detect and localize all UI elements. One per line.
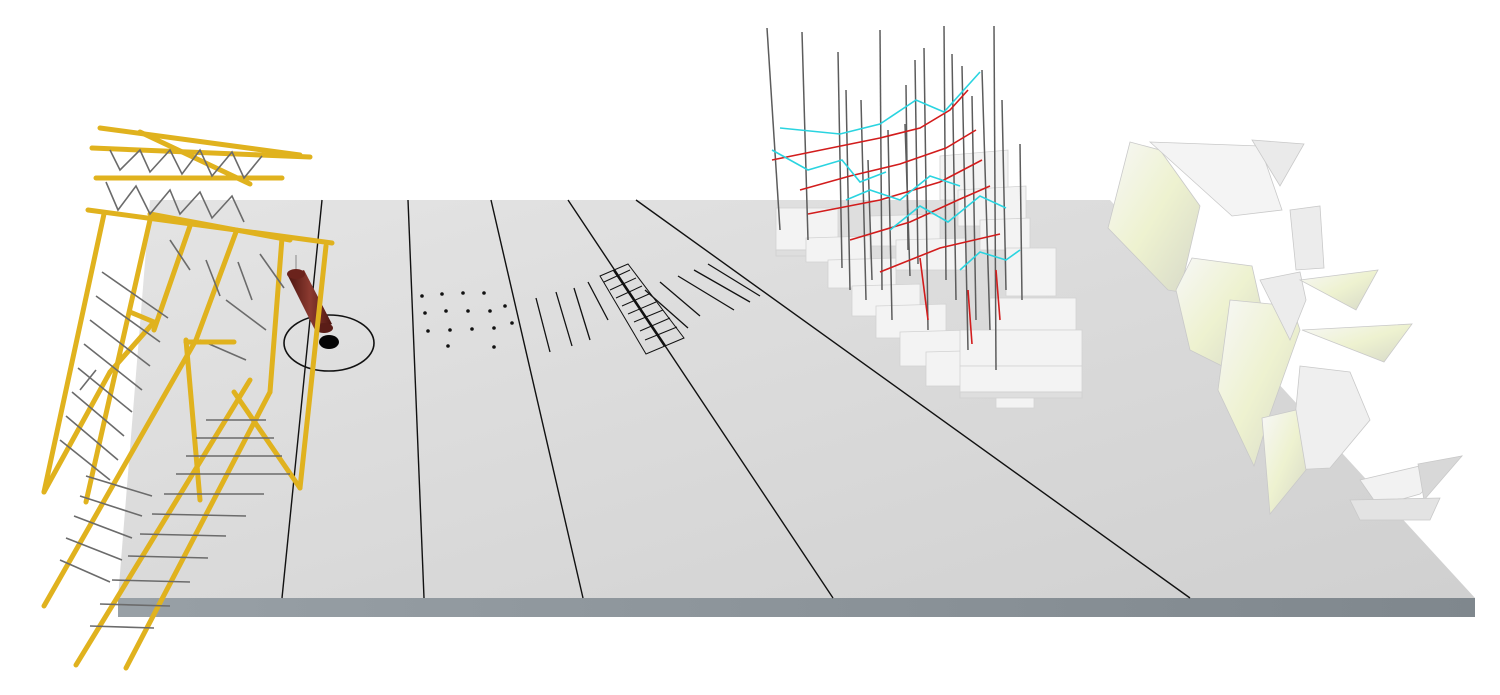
lane-lines — [281, 199, 1191, 599]
lane-line-2 — [407, 199, 425, 599]
pole-beams — [771, 71, 1021, 345]
lane-line-1 — [281, 199, 323, 599]
floor-top — [118, 200, 1475, 598]
lane-line-3 — [490, 199, 584, 599]
floor-platform — [118, 200, 1475, 617]
lane-line-4 — [567, 199, 834, 599]
floor-ladder-grid — [599, 263, 685, 355]
target-disc — [319, 335, 339, 349]
climbing-structure — [41, 125, 335, 671]
lane-line-5 — [635, 199, 1191, 599]
dot-grid — [420, 291, 514, 349]
floor-front-face — [118, 598, 1475, 617]
step-blocks — [775, 149, 1083, 409]
angled-walls — [1107, 139, 1464, 521]
pole-forest — [766, 25, 1023, 371]
target-ring — [283, 314, 375, 372]
